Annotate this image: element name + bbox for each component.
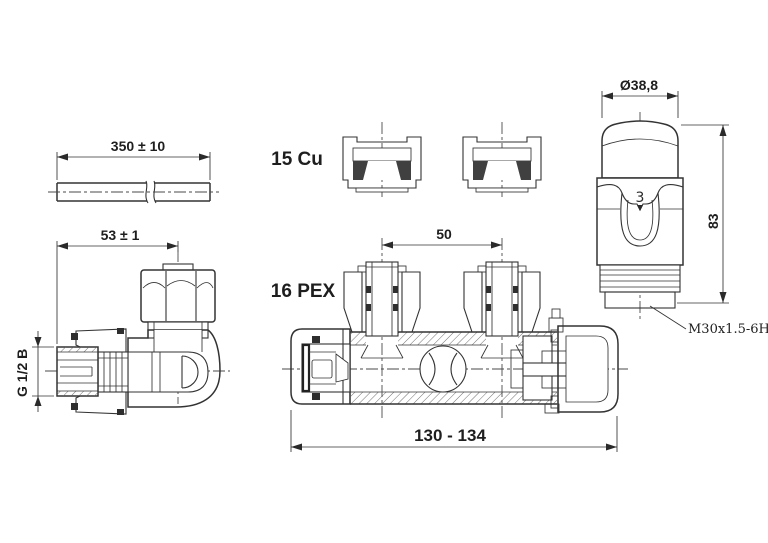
valve-thread-zone: [97, 351, 129, 393]
pipe-length-label: 350 ± 10: [111, 138, 166, 154]
pipe-length-dimension: 350 ± 10: [56, 138, 211, 180]
body-length-label: 130 - 134: [414, 426, 486, 445]
head-height-dimension: 83: [677, 124, 729, 304]
head-grooved-section: [599, 264, 681, 293]
head-setting-label: 3: [636, 190, 645, 206]
cu-size-label: 15 Cu: [271, 149, 323, 170]
supply-pipe-view: 350 ± 10: [48, 138, 219, 204]
protective-cap: [550, 325, 619, 413]
head-thread-callout: M30x1.5-6H: [649, 305, 768, 337]
head-height-label: 83: [705, 213, 721, 229]
head-knurled-ring: [604, 291, 676, 309]
valve-elbow-body: [127, 329, 221, 408]
flow-ball: [419, 345, 467, 393]
valve-offset-label: 53 ± 1: [101, 227, 140, 243]
head-knob: [601, 120, 679, 179]
cu-fittings-view: 15 Cu: [271, 121, 542, 199]
port-spacing-dimension: 50: [382, 226, 502, 249]
pex-valve-body-view: 16 PEX 50: [271, 226, 628, 452]
valve-top-nut: [140, 263, 216, 323]
thermostatic-head-view: 3 Ø38,8 83 M30x1.5-6H: [596, 77, 768, 337]
head-thread-label: M30x1.5-6H: [688, 322, 768, 337]
angle-valve-view: 53 ± 1: [14, 227, 230, 415]
head-diameter-label: Ø38,8: [620, 77, 658, 93]
head-diameter-dimension: Ø38,8: [601, 77, 679, 118]
port-spacing-label: 50: [436, 226, 452, 242]
body-walls: [350, 331, 557, 405]
pex-size-label: 16 PEX: [271, 281, 336, 302]
valve-offset-dimension: 53 ± 1: [56, 227, 179, 344]
head-body: 3: [596, 177, 684, 266]
valve-thread-dimension: G 1/2 B: [14, 331, 54, 412]
body-length-dimension: 130 - 134: [290, 410, 618, 452]
body-left-cap: [290, 328, 351, 405]
valve-thread-label: G 1/2 B: [14, 349, 30, 397]
valve-tailpiece: [56, 346, 99, 397]
pipe-outline: [48, 180, 219, 204]
